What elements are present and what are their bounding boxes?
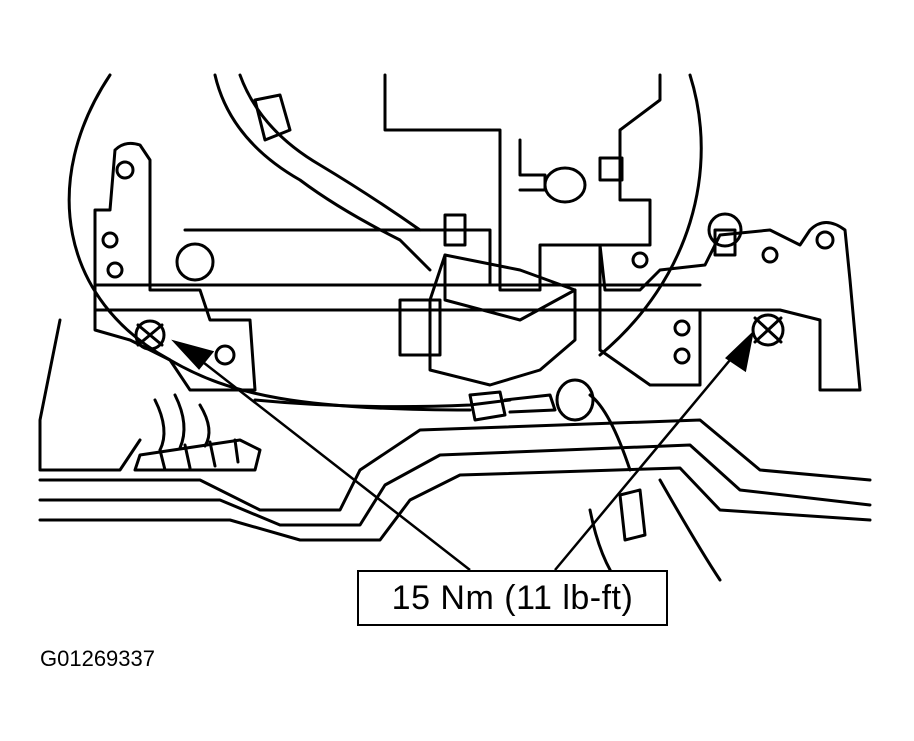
- cable-nut: [557, 380, 593, 420]
- torque-callout: 15 Nm (11 lb-ft): [357, 570, 668, 626]
- shift-cable: [255, 400, 510, 407]
- wiring-harness: [215, 75, 430, 270]
- bolt-left: [136, 321, 164, 349]
- torque-label: 15 Nm (11 lb-ft): [391, 578, 634, 617]
- left-bracket: [95, 143, 255, 390]
- lower-wire-bundle: [135, 440, 260, 470]
- electrical-connector: [430, 255, 575, 385]
- leader-lines: [175, 334, 752, 570]
- sensor-knob: [545, 168, 585, 202]
- leader-line-left: [190, 352, 470, 570]
- arrowhead-right: [727, 334, 752, 370]
- upper-housing: [385, 75, 660, 290]
- lower-floor: [40, 420, 870, 510]
- housing-arc-right: [600, 75, 701, 355]
- bolt-right: [753, 315, 783, 345]
- figure-id: G01269337: [40, 646, 155, 671]
- arrowhead-left: [175, 342, 212, 368]
- leader-line-right: [555, 348, 740, 570]
- connector-nub: [600, 158, 622, 180]
